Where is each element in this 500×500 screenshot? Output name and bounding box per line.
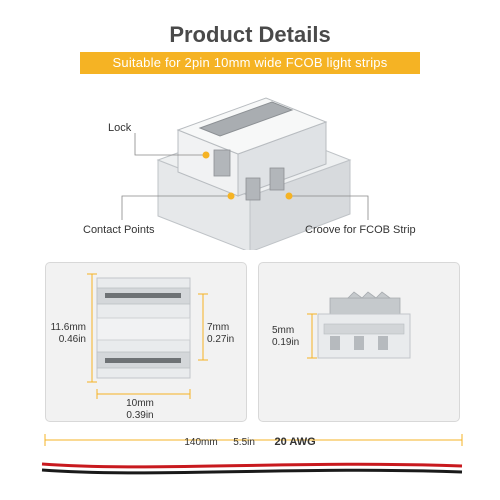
subtitle-banner: Suitable for 2pin 10mm wide FCOB light s… [80,52,420,74]
side-height-in: 0.19in [272,337,300,348]
side-view-drawing [307,291,411,359]
front-inner-mm: 7mm [207,322,230,333]
wire-drawing [41,434,463,475]
front-inner-in: 0.27in [207,334,235,345]
connector-illustration [121,97,369,250]
groove-label: Croove for FCOB Strip [305,224,416,236]
front-height-in: 0.46in [58,334,86,345]
front-view-drawing [87,273,208,399]
front-width-in: 0.39in [126,410,154,421]
side-height-mm: 5mm [272,325,295,336]
front-height-mm: 11.6mm [50,322,86,333]
page-title: Product Details [169,22,331,47]
front-width-mm: 10mm [126,398,154,409]
side-view-panel [258,262,460,422]
wire-spec: 140mm 5.5in 20 AWG [0,436,500,448]
wire-gauge: 20 AWG [274,436,316,448]
contact-points-label: Contact Points [83,224,155,236]
wire-length-mm: 140mm [184,437,218,448]
lock-label: Lock [108,122,132,134]
wire-length-in: 5.5in [233,437,255,448]
